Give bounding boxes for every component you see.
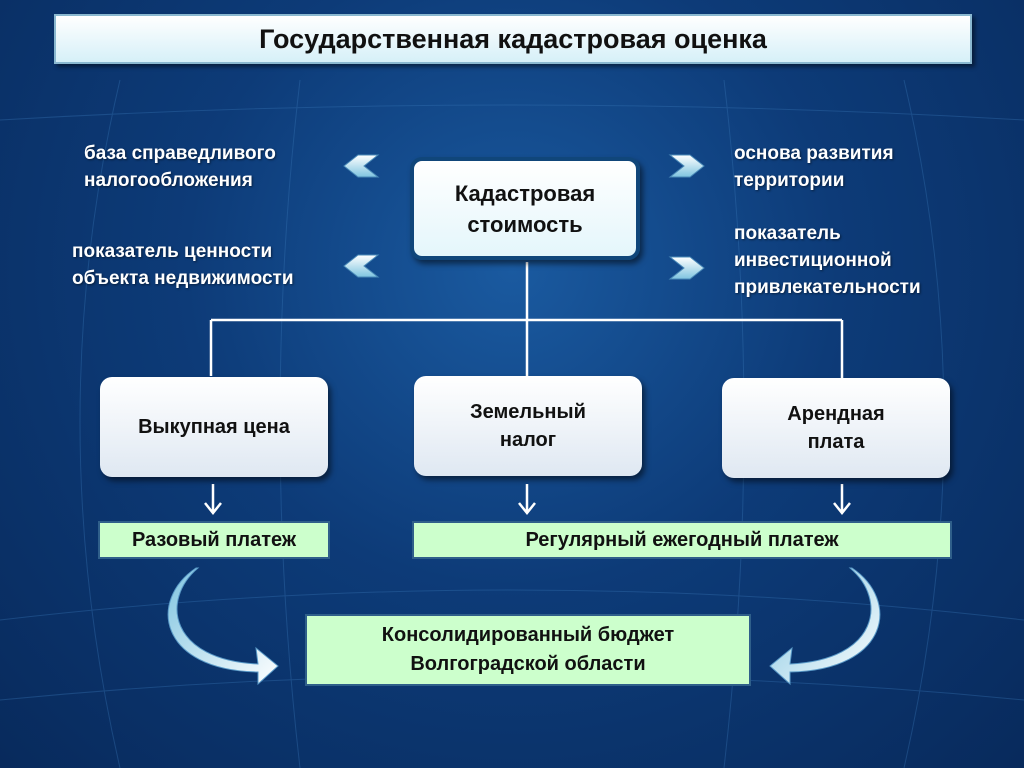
buyout-price-label: Выкупная цена [138,416,290,438]
cadastral-value-line2: стоимость [467,211,583,237]
regular-payment-box: Регулярный ежегодный платеж [412,521,952,559]
land-tax-node: Земельный налог [414,376,642,476]
purpose-investment-line3: привлекательности [734,277,921,298]
purpose-tax-base: база справедливого налогообложения [84,140,276,194]
purpose-property-value: показатель ценности объекта недвижимости [72,238,294,292]
budget-line2: Волгоградской области [410,653,646,675]
one-time-payment-box: Разовый платеж [98,521,330,559]
purpose-territory-line2: территории [734,170,845,191]
budget-line1: Консолидированный бюджет [381,624,675,646]
purpose-territory-development: основа развития территории [734,140,894,194]
purpose-investment-line1: показатель [734,223,841,244]
purpose-investment-line2: инвестиционной [734,250,892,271]
purpose-property-value-line1: показатель ценности [72,241,273,262]
land-tax-line2: налог [499,429,557,451]
cadastral-value-node: Кадастровая стоимость [410,157,640,260]
buyout-price-node: Выкупная цена [100,377,328,477]
rent-line1: Арендная [787,403,885,425]
rent-line2: плата [807,431,865,453]
purpose-territory-line1: основа развития [734,143,894,164]
land-tax-line1: Земельный [470,401,586,423]
purpose-investment-attractiveness: показатель инвестиционной привлекательно… [734,220,921,301]
purpose-property-value-line2: объекта недвижимости [72,268,294,289]
purpose-tax-base-line1: база справедливого [84,143,276,164]
purpose-tax-base-line2: налогообложения [84,170,253,191]
rent-node: Арендная плата [722,378,950,478]
page-title: Государственная кадастровая оценка [54,14,972,64]
cadastral-value-line1: Кадастровая [454,180,596,206]
budget-box: Консолидированный бюджет Волгоградской о… [305,614,751,686]
